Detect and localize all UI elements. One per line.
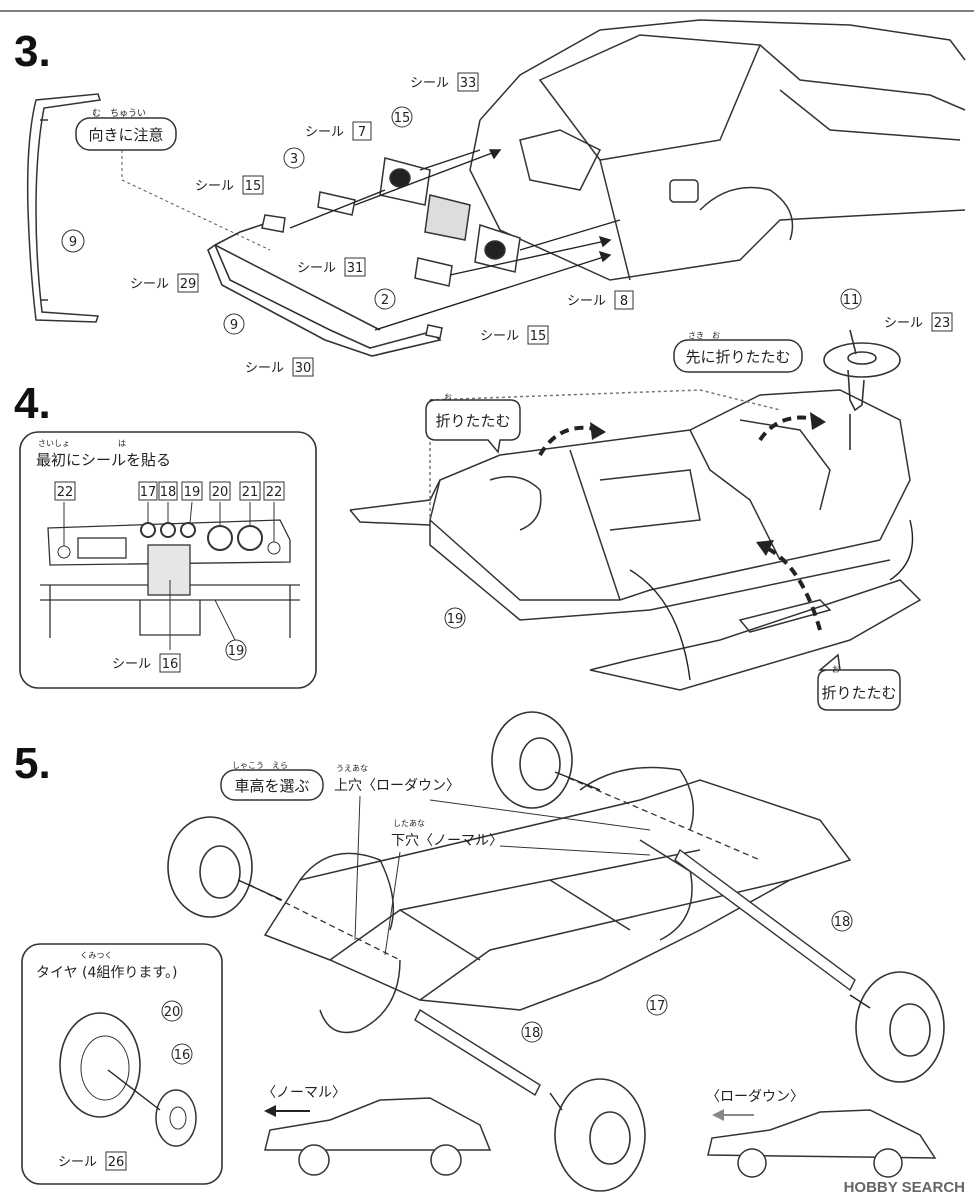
axle-part-number-front: 18 (524, 1026, 541, 1041)
svg-text:8: 8 (620, 294, 628, 309)
tail-light-panel (261, 157, 521, 339)
steering-part-number: 11 (843, 293, 860, 308)
svg-text:折りたたむ: 折りたたむ (435, 412, 510, 430)
bumper-side-view (26, 93, 101, 323)
svg-text:お: お (832, 665, 840, 674)
svg-text:シール: シール (305, 125, 344, 140)
prefold-bubble: さき お 先に折りたたむ (673, 331, 803, 373)
step-5-number: 5. (14, 739, 51, 788)
connector-arrows-4 (629, 519, 914, 681)
steering-seal-number: 23 (934, 316, 951, 331)
svg-text:2: 2 (381, 293, 389, 308)
part-9-label-left: 9 (69, 235, 77, 250)
car-side-lowdown (707, 1109, 937, 1178)
normal-arrow (264, 1105, 310, 1117)
watermark: HOBBY SEARCH (844, 1179, 965, 1196)
svg-text:さいしょ は: さいしょ は (38, 439, 126, 448)
svg-text:最初にシールを貼る: 最初にシールを貼る (36, 451, 171, 469)
upper-hole-ruby: うえあな (336, 764, 368, 773)
step-4-number: 4. (14, 379, 51, 428)
svg-text:7: 7 (358, 125, 366, 140)
svg-text:シール: シール (480, 329, 519, 344)
svg-text:33: 33 (460, 76, 477, 91)
fold-arrowheads (590, 412, 826, 556)
car-body-rear (469, 19, 966, 281)
svg-text:20: 20 (164, 1005, 181, 1020)
tire-inset: くみつく タイヤ (4組作ります。) 20 16 シール 26 (21, 943, 223, 1185)
car-side-normal (264, 1097, 492, 1176)
fold-arrows (538, 415, 822, 631)
axle-part-number-right: 18 (834, 915, 851, 930)
orientation-note: む ちゅうい 向きに注意 (75, 108, 177, 151)
svg-text:15: 15 (530, 329, 547, 344)
svg-text:先に折りたたむ: 先に折りたたむ (685, 348, 790, 366)
svg-text:19: 19 (184, 485, 201, 500)
svg-text:29: 29 (180, 277, 197, 292)
step-3-number: 3. (14, 27, 51, 76)
svg-text:16: 16 (162, 657, 179, 672)
normal-label: 〈ノーマル〉 (262, 1085, 346, 1101)
svg-text:シール: シール (884, 316, 923, 331)
svg-text:19: 19 (228, 644, 245, 659)
svg-text:30: 30 (295, 361, 312, 376)
tub-part-number: 19 (447, 612, 464, 627)
lower-hole-ruby: したあな (393, 819, 425, 828)
svg-text:シール: シール (130, 277, 169, 292)
svg-text:22: 22 (57, 485, 74, 500)
axle-dashed-lines (239, 769, 761, 961)
step-3-labels: シール 33 シール 7 15 3 シール 15 シール 31 シール 29 2… (130, 72, 634, 377)
svg-text:タイヤ (4組作ります。): タイヤ (4組作ります。) (36, 965, 177, 981)
steering-wheel (823, 329, 901, 450)
svg-text:折りたたむ: 折りたたむ (821, 684, 896, 702)
svg-text:シール: シール (112, 657, 151, 672)
chassis-part-number: 17 (649, 999, 666, 1014)
svg-text:シール: シール (245, 361, 284, 376)
svg-text:シール: シール (195, 179, 234, 194)
svg-text:さき お: さき お (688, 331, 720, 340)
lowdown-arrow (712, 1109, 754, 1121)
wheels (167, 711, 945, 1192)
svg-text:シール: シール (297, 261, 336, 276)
svg-text:3: 3 (290, 152, 298, 167)
svg-text:シール: シール (410, 76, 449, 91)
ride-height-bubble: しゃこう えら 車高を選ぶ (220, 761, 324, 801)
svg-text:16: 16 (174, 1048, 191, 1063)
part-9-badge-left (61, 229, 85, 253)
dashboard-inset: さいしょ は 最初にシールを貼る 22 (19, 431, 317, 689)
svg-text:シール: シール (567, 294, 606, 309)
svg-text:31: 31 (347, 261, 364, 276)
wheel-arrows (237, 771, 871, 1111)
svg-text:18: 18 (160, 485, 177, 500)
svg-text:22: 22 (266, 485, 283, 500)
assembly-arrows-3 (289, 149, 621, 331)
svg-text:20: 20 (212, 485, 229, 500)
svg-text:15: 15 (245, 179, 262, 194)
svg-text:15: 15 (394, 111, 411, 126)
lowdown-label: 〈ローダウン〉 (706, 1089, 804, 1105)
svg-text:9: 9 (230, 318, 238, 333)
svg-text:お: お (444, 393, 452, 402)
axles (414, 848, 856, 1097)
chassis (263, 766, 852, 1034)
svg-text:17: 17 (140, 485, 157, 500)
svg-text:む ちゅうい: む ちゅうい (92, 108, 146, 119)
fold-bubble-top: お 折りたたむ (425, 393, 521, 454)
svg-text:車高を選ぶ: 車高を選ぶ (234, 777, 309, 795)
svg-text:21: 21 (242, 485, 259, 500)
upper-hole-label: 上穴〈ローダウン〉 (334, 778, 460, 794)
fold-bubble-bottom: お 折りたたむ (817, 653, 901, 711)
svg-text:くみつく: くみつく (80, 951, 112, 960)
svg-text:シール: シール (58, 1155, 97, 1170)
svg-text:しゃこう えら: しゃこう えら (232, 761, 288, 770)
rear-bumper (207, 221, 442, 357)
svg-text:26: 26 (108, 1155, 125, 1170)
lower-hole-label: 下穴〈ノーマル〉 (391, 833, 503, 849)
svg-text:向きに注意: 向きに注意 (88, 126, 163, 144)
